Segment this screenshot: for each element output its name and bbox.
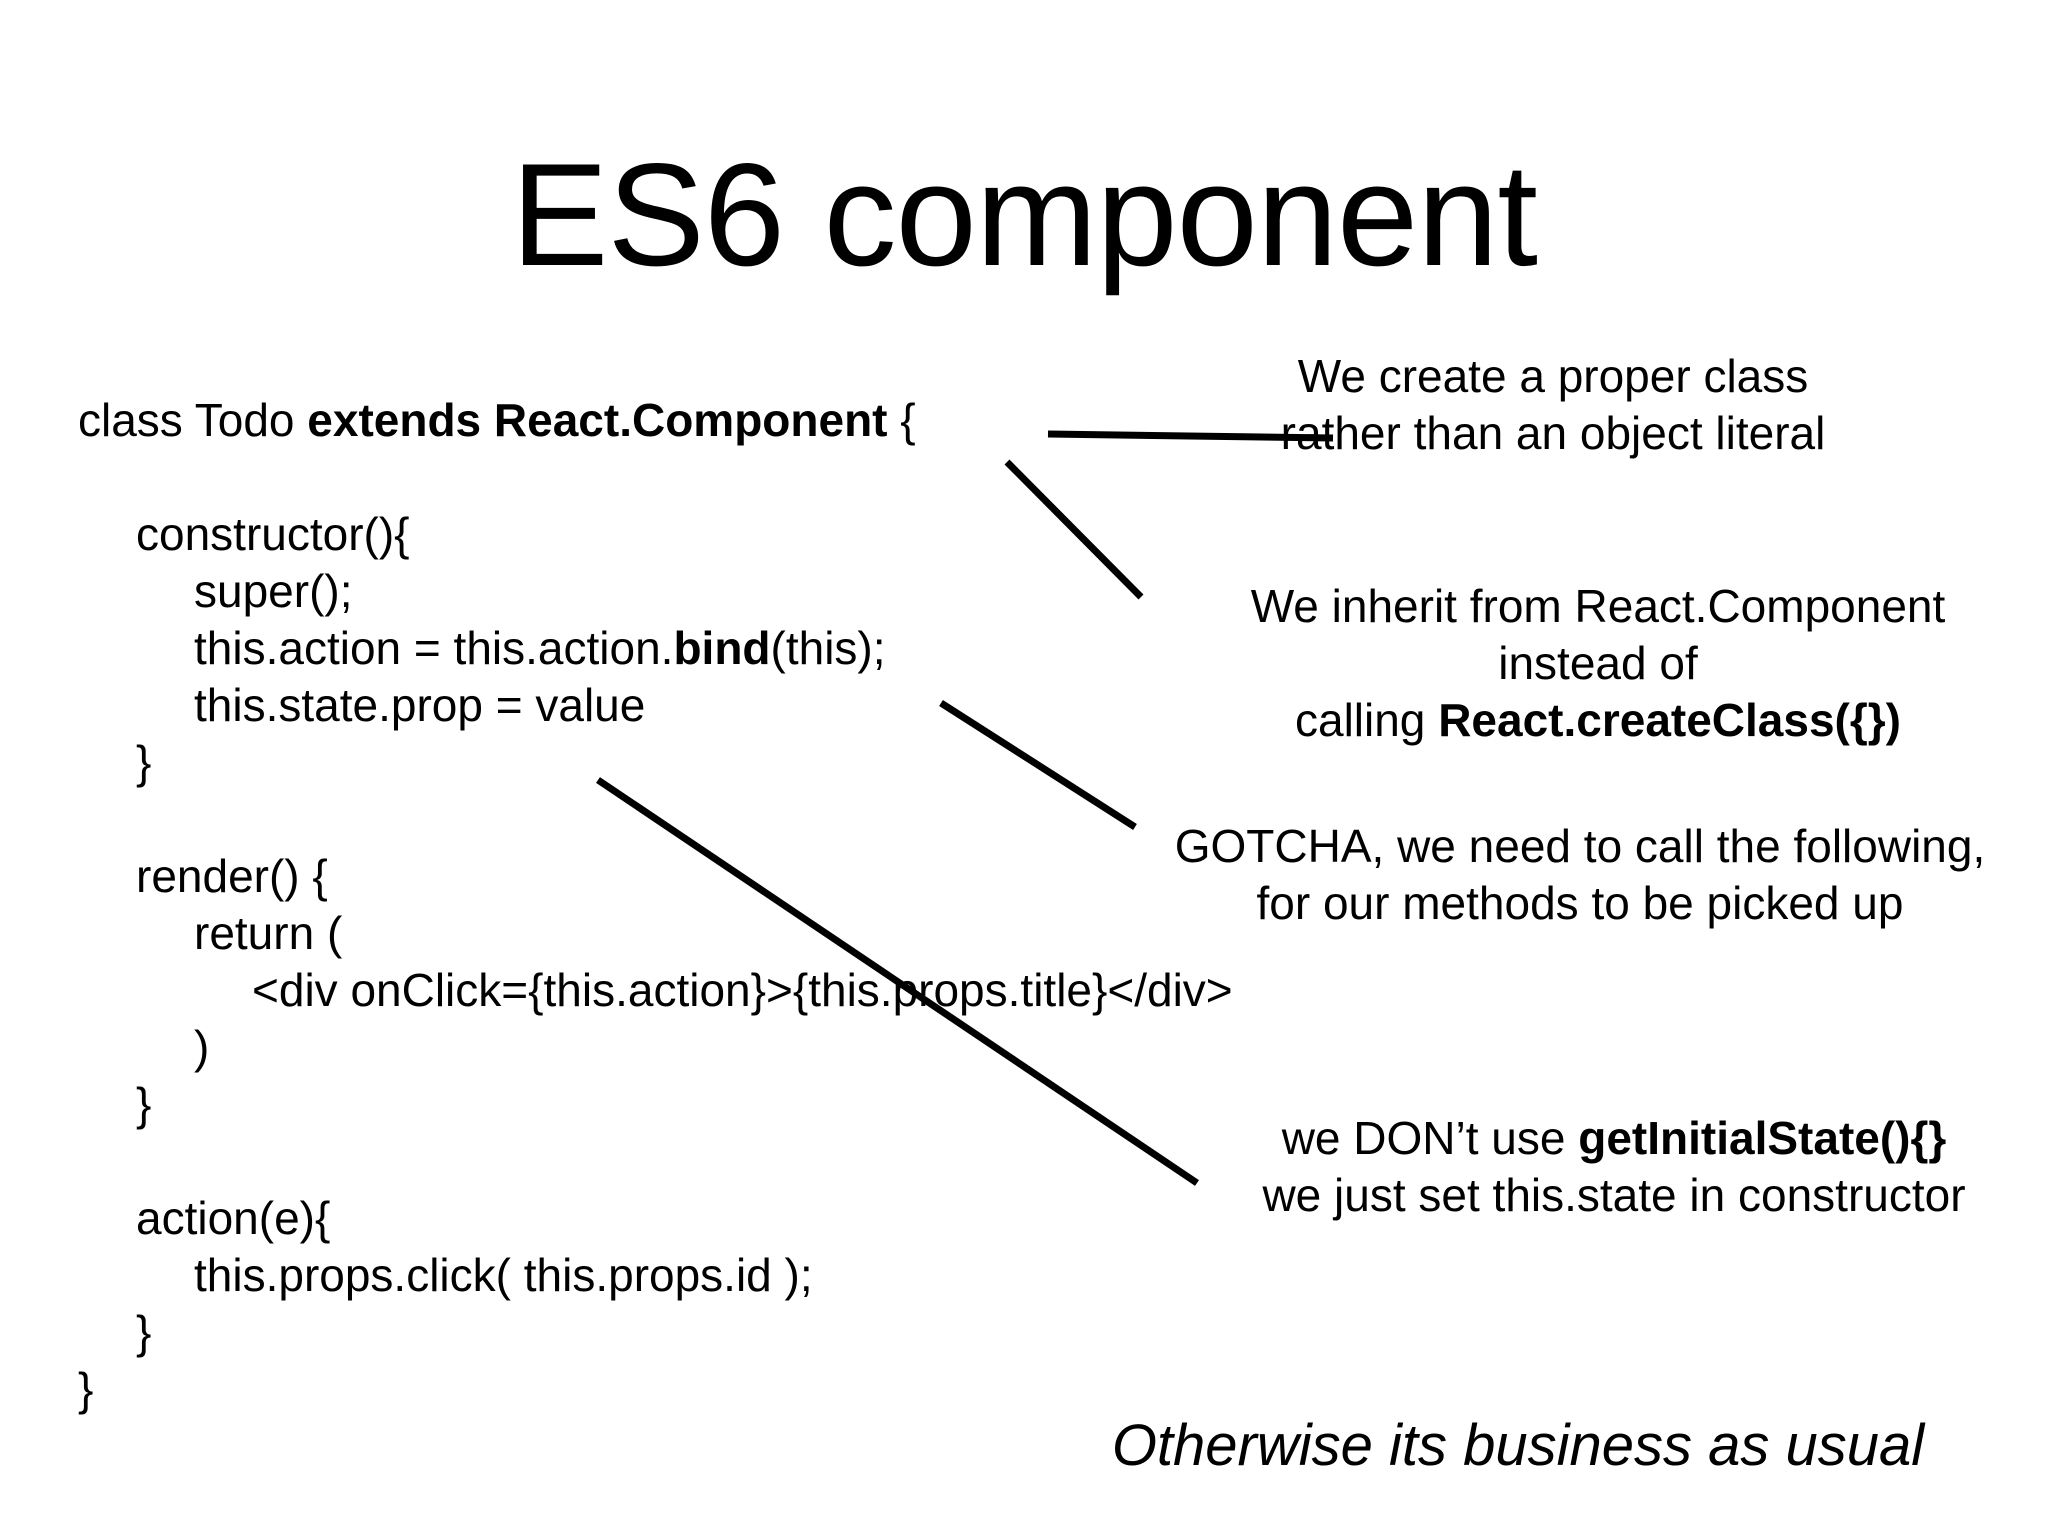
annotation-gotcha-bind: GOTCHA, we need to call the following,fo… xyxy=(1112,818,2048,932)
plain-text: } xyxy=(136,1306,152,1358)
code-line: super(); xyxy=(78,563,1233,620)
annotation-line: calling React.createClass({}) xyxy=(1150,692,2046,749)
plain-text: } xyxy=(136,736,152,788)
code-line: } xyxy=(78,1076,1233,1133)
annotation-line: we DON’t use getInitialState(){} xyxy=(1180,1110,2048,1167)
plain-text: } xyxy=(78,1363,94,1415)
plain-text: We create a proper class xyxy=(1297,350,1809,402)
emphasised-text: bind xyxy=(673,622,771,674)
plain-text: we just set this.state in constructor xyxy=(1262,1169,1966,1221)
plain-text: render() { xyxy=(136,850,328,902)
code-line: render() { xyxy=(78,848,1233,905)
plain-text: rather than an object literal xyxy=(1280,407,1826,459)
plain-text: for our methods to be picked up xyxy=(1256,877,1904,929)
annotation-line: We inherit from React.Component xyxy=(1150,578,2046,635)
code-line: } xyxy=(78,1304,1233,1361)
plain-text: calling xyxy=(1294,694,1439,746)
plain-text: this.props.click( this.props.id ); xyxy=(194,1249,813,1301)
code-line: <div onClick={this.action}>{this.props.t… xyxy=(78,962,1233,1019)
plain-text: constructor(){ xyxy=(136,508,410,560)
plain-text: this.action = this.action. xyxy=(194,622,674,674)
plain-text: <div onClick={this.action}>{this.props.t… xyxy=(252,964,1233,1016)
plain-text: { xyxy=(887,394,916,446)
plain-text: we DON’t use xyxy=(1281,1112,1579,1164)
annotation-line: We create a proper class xyxy=(1058,348,2048,405)
annotation-no-get-initial-state: we DON’t use getInitialState(){}we just … xyxy=(1180,1110,2048,1224)
code-line: } xyxy=(78,734,1233,791)
code-line: this.state.prop = value xyxy=(78,677,1233,734)
annotation-line: for our methods to be picked up xyxy=(1112,875,2048,932)
annotation-line: instead of xyxy=(1150,635,2046,692)
annotation-line: GOTCHA, we need to call the following, xyxy=(1112,818,2048,875)
code-line xyxy=(78,1133,1233,1190)
plain-text: ) xyxy=(194,1021,210,1073)
code-line: return ( xyxy=(78,905,1233,962)
plain-text: class Todo xyxy=(78,394,308,446)
plain-text: action(e){ xyxy=(136,1192,331,1244)
plain-text: GOTCHA, we need to call the following, xyxy=(1174,820,1986,872)
closing-note: Otherwise its business as usual xyxy=(1111,1413,1925,1478)
emphasised-text: extends React.Component xyxy=(307,394,888,446)
code-line: ) xyxy=(78,1019,1233,1076)
code-line: this.action = this.action.bind(this); xyxy=(78,620,1233,677)
code-line: this.props.click( this.props.id ); xyxy=(78,1247,1233,1304)
plain-text: super(); xyxy=(194,565,353,617)
code-line: class Todo extends React.Component { xyxy=(78,392,1233,449)
page-title: ES6 component xyxy=(511,133,1538,296)
plain-text: (this); xyxy=(770,622,886,674)
plain-text: this.state.prop = value xyxy=(194,679,646,731)
annotation-line: rather than an object literal xyxy=(1058,405,2048,462)
plain-text: } xyxy=(136,1078,152,1130)
emphasised-text: React.createClass({}) xyxy=(1438,694,1901,746)
code-snippet: class Todo extends React.Component { con… xyxy=(78,392,1233,1418)
annotation-line: we just set this.state in constructor xyxy=(1180,1167,2048,1224)
plain-text: instead of xyxy=(1498,637,1698,689)
code-line: } xyxy=(78,1361,1233,1418)
code-line: constructor(){ xyxy=(78,506,1233,563)
emphasised-text: getInitialState(){} xyxy=(1578,1112,1947,1164)
plain-text: return ( xyxy=(194,907,343,959)
code-line xyxy=(78,791,1233,848)
plain-text: We inherit from React.Component xyxy=(1250,580,1946,632)
code-line: action(e){ xyxy=(78,1190,1233,1247)
